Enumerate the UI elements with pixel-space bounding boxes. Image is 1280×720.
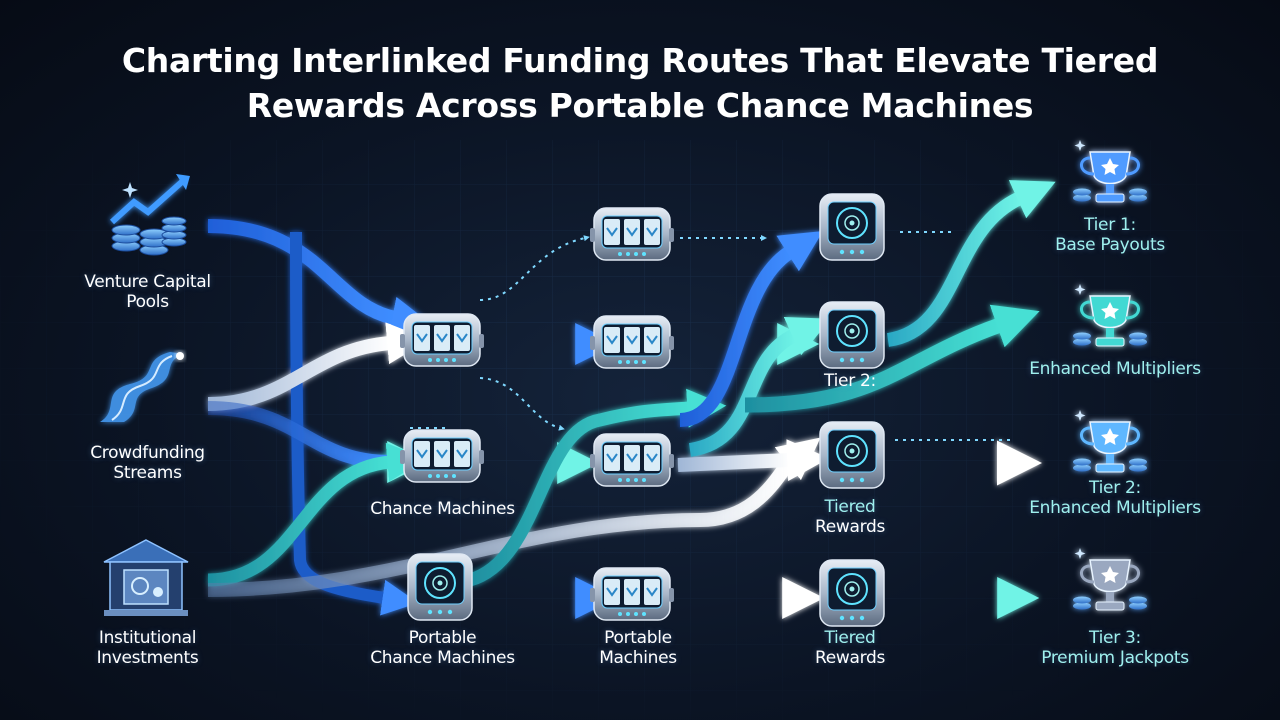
slot-machine-b-icon (400, 429, 484, 483)
outcome-label-tier2: Tier 2:Enhanced Multipliers (1029, 478, 1201, 518)
flow-to-enhanced-multipliers (744, 304, 1040, 413)
flow-c2-to-tiered (677, 439, 830, 482)
stream-icon (100, 352, 184, 422)
outcome-label-enhanced: Enhanced Multipliers (1029, 359, 1201, 379)
trophy-icon (1073, 410, 1147, 473)
slot-machine-top-icon (590, 207, 674, 261)
coin-stack-growth-icon (109, 174, 190, 256)
dotted-a-to-c0 (479, 235, 590, 301)
flow-d1-to-tier1 (886, 180, 1056, 347)
slot-machine-c1-icon (590, 315, 674, 369)
institution-vault-icon (103, 539, 189, 616)
page-title: Charting Interlinked Funding Routes That… (0, 38, 1280, 128)
slot-machine-a-icon (400, 313, 484, 367)
trophy-icon (1073, 284, 1147, 347)
flow-arrows (207, 180, 1056, 619)
reward-node-d3-icon (819, 421, 885, 489)
reward-node-d2-icon (819, 301, 885, 369)
stage-label-chance-machines: Chance Machines (370, 499, 515, 519)
machine-nodes (400, 193, 885, 627)
outcome-label-tier3: Tier 3:Premium Jackpots (1041, 628, 1189, 668)
flow-rising-to-d1 (679, 230, 824, 427)
trophy-icon (1073, 548, 1147, 611)
slot-machine-c2-icon (590, 433, 674, 487)
flow-institution-to-portable (207, 442, 427, 587)
stage-label-tier2-mid: Tier 2: (824, 371, 876, 391)
dotted-a-to-c2 (479, 377, 565, 431)
title-line-2: Rewards Across Portable Chance Machines (246, 86, 1034, 125)
title-line-1: Charting Interlinked Funding Routes That… (121, 41, 1159, 80)
reward-node-d1-icon (819, 193, 885, 261)
flow-portable-rising (467, 388, 727, 587)
flow-crowd-to-chance-machine (207, 322, 430, 411)
trophy-icons (1073, 140, 1147, 611)
flow-crowd-to-chance-machines (207, 401, 430, 483)
slot-machine-c3-icon (590, 567, 674, 621)
portable-machine-node-icon (407, 553, 473, 621)
trophy-icon (1073, 140, 1147, 203)
reward-node-d4-icon (819, 559, 885, 627)
flow-venture-to-chance-machine (207, 219, 434, 339)
outcome-label-tier1: Tier 1:Base Payouts (1055, 215, 1165, 255)
dotted-connectors (410, 231, 1010, 441)
flow-institution-long-white (207, 437, 821, 597)
